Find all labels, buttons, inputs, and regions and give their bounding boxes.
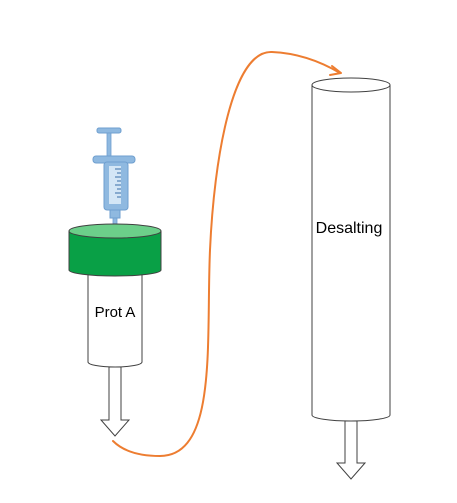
column-cap	[68, 223, 162, 277]
desalting-outlet-arrow	[335, 420, 367, 480]
outlet-arrow	[99, 366, 131, 437]
flow-arrowhead	[329, 65, 342, 76]
desalting-label: Desalting	[315, 220, 383, 237]
protein-a-label: Prot A	[94, 304, 136, 321]
syringe-icon	[92, 127, 136, 226]
flow-curve	[112, 50, 341, 458]
protein-a-column	[68, 223, 162, 437]
desalting-column	[311, 77, 391, 480]
